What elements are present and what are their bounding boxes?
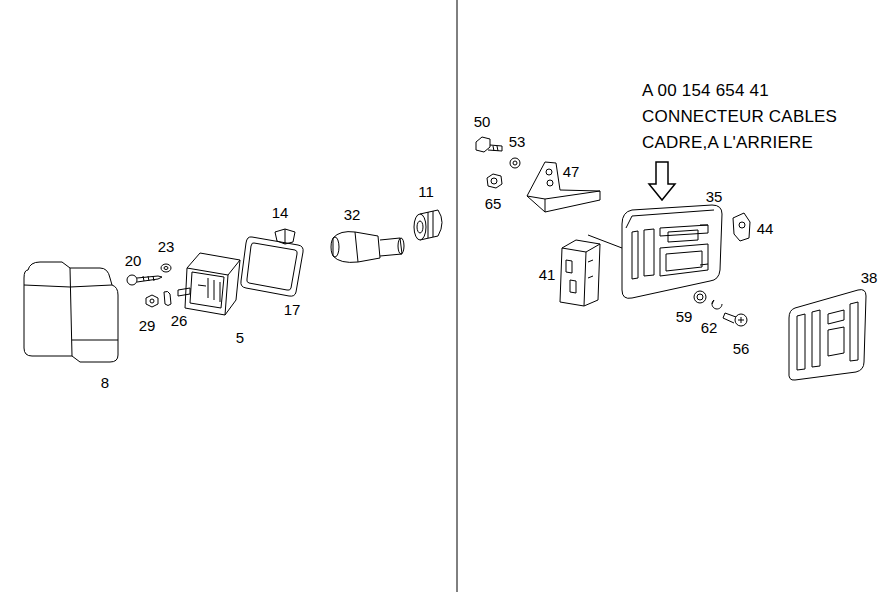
callout-number: 50: [474, 114, 491, 129]
grille: [789, 290, 866, 381]
callout-number: 47: [563, 164, 580, 179]
part-note: A 00 154 654 41: [642, 82, 769, 99]
callout-number: 41: [539, 267, 556, 282]
callout-number: 11: [418, 184, 434, 199]
callout-number: 44: [757, 221, 774, 236]
part-note: CONNECTEUR CABLES: [642, 108, 837, 125]
callout-number: 26: [171, 313, 188, 328]
small-block: [733, 213, 750, 241]
ring-nut: [414, 210, 442, 240]
callout-number: 65: [485, 196, 502, 211]
cable-connector-frame: [622, 205, 722, 298]
callout-number: 8: [101, 375, 109, 390]
callout-number: 56: [733, 341, 750, 356]
lamp-housing: [178, 253, 240, 315]
callout-number: 32: [344, 207, 361, 222]
terminal-block: [560, 240, 600, 306]
callout-number: 35: [706, 189, 723, 204]
callout-number: 20: [125, 253, 142, 268]
divider-line: [457, 0, 458, 592]
clip: [275, 229, 295, 244]
callout-number: 38: [861, 270, 878, 285]
lamp-cover: [24, 262, 118, 362]
gasket: [241, 237, 303, 296]
callout-number: 23: [158, 239, 175, 254]
callout-number: 29: [139, 318, 156, 333]
callout-number: 53: [509, 134, 526, 149]
bulb-holder: [331, 232, 404, 263]
part-note: CADRE,A L'ARRIERE: [642, 134, 813, 151]
bracket: [527, 162, 600, 212]
fasteners-left: [127, 264, 171, 307]
callout-number: 17: [284, 302, 301, 317]
down-arrow: [649, 162, 675, 200]
callout-number: 5: [236, 330, 244, 345]
callout-number: 62: [701, 320, 718, 335]
callout-number: 59: [676, 309, 693, 324]
callout-number: 14: [272, 205, 289, 220]
